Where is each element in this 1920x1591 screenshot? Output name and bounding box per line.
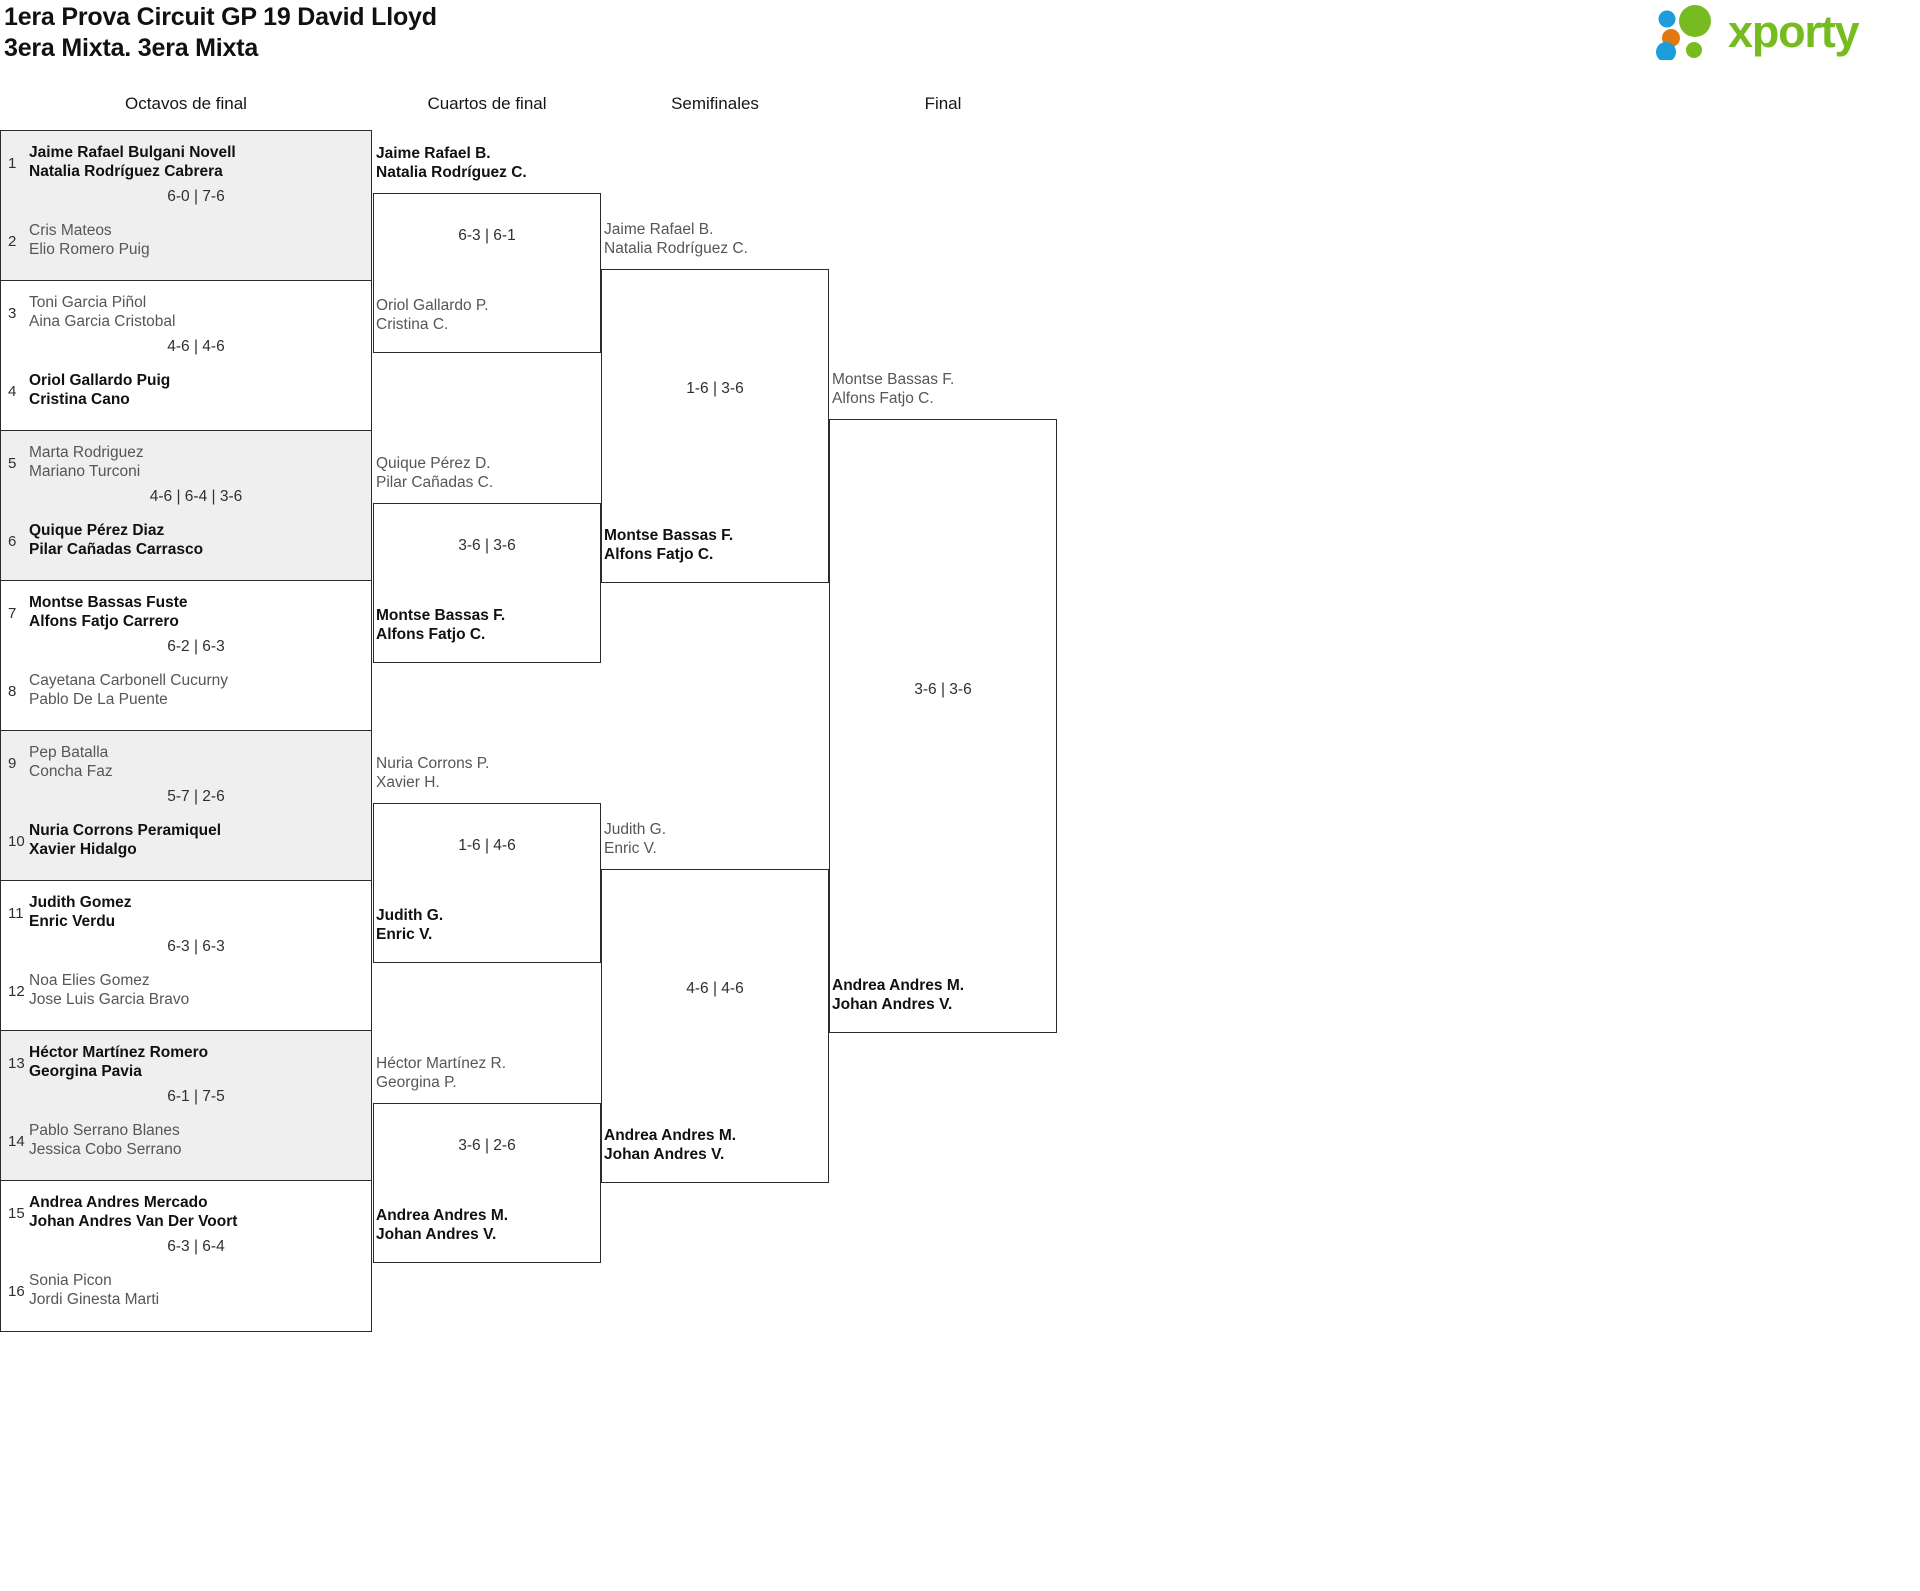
qf2-team-bottom: Montse Bassas F.Alfons Fatjo C.: [376, 607, 506, 643]
round-header-semifinales: Semifinales: [671, 94, 759, 113]
qf3-team-bottom: Judith G.Enric V.: [376, 907, 444, 943]
seed-number: 13: [8, 1055, 25, 1072]
match-score: 4-6 | 6-4 | 3-6: [149, 488, 243, 505]
match-score: 1-6 | 4-6: [458, 837, 516, 854]
sf2-team-top: Judith G.Enric V.: [604, 821, 667, 857]
qf4-match-box[interactable]: 3-6 | 2-6: [373, 1103, 601, 1263]
seed-number: 9: [8, 755, 17, 772]
xporty-logo[interactable]: xporty: [1654, 4, 1902, 60]
match-score: 6-0 | 7-6: [167, 188, 225, 205]
sf1-match-box[interactable]: 1-6 | 3-6: [601, 269, 829, 583]
final-team-top: Montse Bassas F.Alfons Fatjo C.: [832, 371, 955, 407]
final-team-bottom: Andrea Andres M.Johan Andres V.: [832, 977, 965, 1013]
match-score: 6-1 | 7-5: [167, 1088, 225, 1105]
qf3-match-box[interactable]: 1-6 | 4-6: [373, 803, 601, 963]
match-score: 4-6 | 4-6: [167, 338, 225, 355]
sf1-team-top: Jaime Rafael B.Natalia Rodríguez C.: [604, 221, 748, 257]
match-score: 6-2 | 6-3: [167, 638, 225, 655]
match-score: 3-6 | 3-6: [458, 537, 516, 554]
round-header-final: Final: [924, 94, 962, 113]
title-line-1: 1era Prova Circuit GP 19 David Lloyd: [4, 3, 437, 31]
sf2-match-box[interactable]: 4-6 | 4-6: [601, 869, 829, 1183]
seed-number: 5: [8, 455, 17, 472]
match-score: 4-6 | 4-6: [686, 980, 744, 997]
seed-number: 14: [8, 1133, 25, 1150]
match-score: 6-3 | 6-1: [458, 227, 516, 244]
match-score: 3-6 | 3-6: [914, 681, 972, 698]
seed-number: 10: [8, 833, 25, 850]
round-header-octavos: Octavos de final: [125, 94, 247, 113]
match-score: 6-3 | 6-3: [167, 938, 225, 955]
qf2-match-box[interactable]: 3-6 | 3-6: [373, 503, 601, 663]
match-score: 1-6 | 3-6: [686, 380, 744, 397]
logo-wordmark: xporty: [1728, 6, 1860, 57]
qf1-team-bottom: Oriol Gallardo P.Cristina C.: [376, 297, 489, 333]
xporty-logo-icon: [1656, 5, 1711, 60]
qf2-team-top: Quique Pérez D.Pilar Cañadas C.: [376, 455, 494, 491]
seed-number: 4: [8, 383, 17, 400]
sf2-team-bottom: Andrea Andres M.Johan Andres V.: [604, 1127, 737, 1163]
match-score: 3-6 | 2-6: [458, 1137, 516, 1154]
match-score: 5-7 | 2-6: [167, 788, 225, 805]
seed-number: 6: [8, 533, 17, 550]
title-line-2: 3era Mixta. 3era Mixta: [4, 34, 259, 62]
qf1-match-box[interactable]: 6-3 | 6-1: [373, 193, 601, 353]
seed-number: 1: [8, 155, 17, 172]
seed-number: 15: [8, 1205, 25, 1222]
seed-number: 12: [8, 983, 25, 1000]
qf4-team-bottom: Andrea Andres M.Johan Andres V.: [376, 1207, 509, 1243]
page-title: 1era Prova Circuit GP 19 David Lloyd 3er…: [4, 2, 437, 64]
qf1-team-top: Jaime Rafael B.Natalia Rodríguez C.: [376, 145, 527, 181]
seed-number: 16: [8, 1283, 25, 1300]
seed-number: 2: [8, 233, 17, 250]
seed-number: 11: [8, 905, 24, 922]
match-score: 6-3 | 6-4: [167, 1238, 225, 1255]
final-match-box[interactable]: 3-6 | 3-6: [829, 419, 1057, 1033]
seed-number: 8: [8, 683, 17, 700]
qf3-team-top: Nuria Corrons P.Xavier H.: [376, 755, 490, 791]
round-header-cuartos: Cuartos de final: [427, 94, 547, 113]
seed-number: 7: [8, 605, 17, 622]
seed-number: 3: [8, 305, 17, 322]
sf1-team-bottom: Montse Bassas F.Alfons Fatjo C.: [604, 527, 734, 563]
qf4-team-top: Héctor Martínez R.Georgina P.: [376, 1055, 507, 1091]
